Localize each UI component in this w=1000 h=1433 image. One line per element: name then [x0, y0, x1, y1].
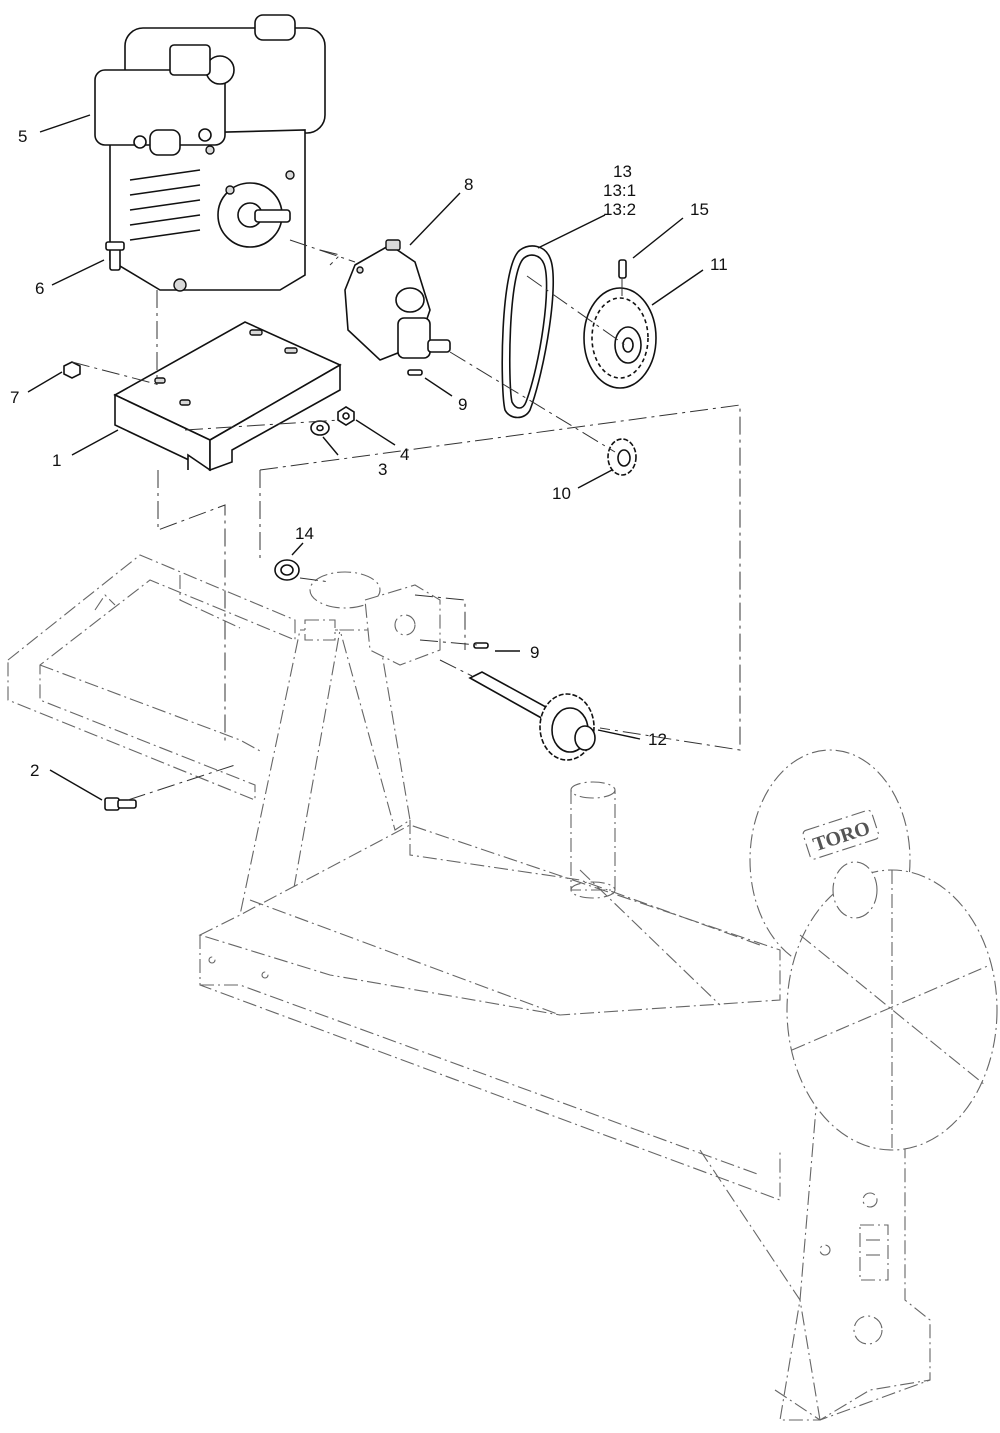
pinion-gear-shaft: [468, 671, 596, 761]
callout-13: 13: [613, 162, 632, 181]
seal: [274, 559, 300, 581]
large-sprocket: [583, 287, 657, 389]
gearbox: [344, 239, 451, 361]
key: [407, 369, 423, 376]
bolt: [104, 797, 137, 811]
callout-13-1: 13:1: [603, 181, 636, 200]
callout-15: 15: [690, 200, 709, 219]
chain: [501, 245, 555, 419]
callout-12: 12: [648, 730, 667, 749]
bearing-housing: [304, 571, 441, 666]
callout-8: 8: [464, 175, 473, 194]
nut: [337, 406, 355, 426]
set-screw: [618, 259, 627, 279]
engine-mount-plate: [113, 321, 342, 472]
callout-5: 5: [18, 127, 27, 146]
small-sprocket: [607, 438, 637, 476]
callout-9: 9: [530, 643, 539, 662]
leader-lines: [27, 114, 704, 801]
washer: [310, 420, 330, 436]
callout-11: 11: [710, 255, 728, 274]
callout-9: 9: [458, 395, 467, 414]
callout-14: 14: [295, 524, 314, 543]
engine: [94, 14, 326, 292]
assembly-centerlines: [71, 239, 741, 801]
phantom-wheels: [749, 749, 998, 1151]
key: [473, 642, 489, 649]
bolt: [105, 241, 125, 271]
callout-labels: 1 2 3 4 5 6 7 8 9 9 10 11 12 13 13:1 13:…: [10, 127, 728, 780]
callout-2: 2: [30, 761, 39, 780]
callout-1: 1: [52, 451, 61, 470]
callout-3: 3: [378, 460, 387, 479]
callout-10: 10: [552, 484, 571, 503]
decal: [859, 1224, 889, 1281]
callout-4: 4: [400, 445, 409, 464]
callout-6: 6: [35, 279, 44, 298]
nut: [63, 361, 81, 379]
callout-7: 7: [10, 388, 19, 407]
callout-13-2: 13:2: [603, 200, 636, 219]
